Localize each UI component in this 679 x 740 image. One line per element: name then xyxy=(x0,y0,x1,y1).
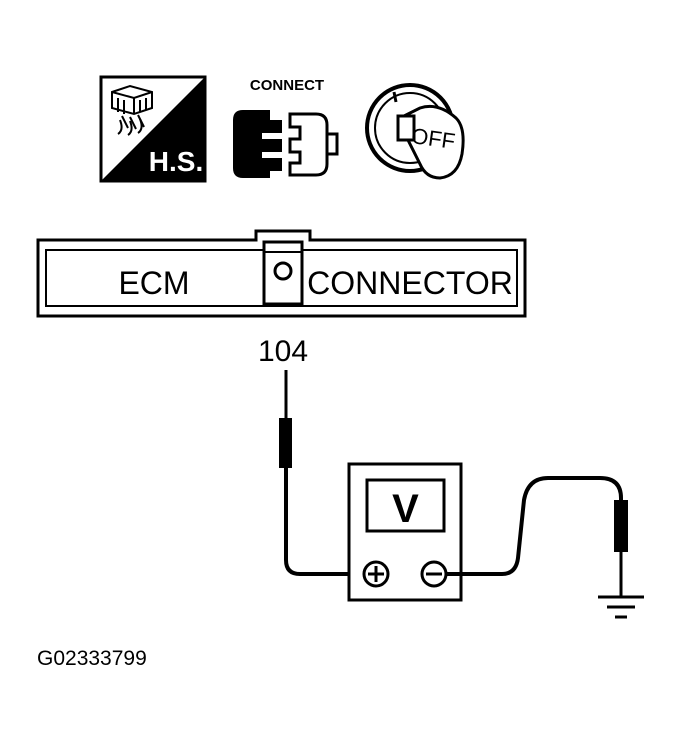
connector-right-label: CONNECTOR xyxy=(307,265,513,301)
connect-label: CONNECT xyxy=(250,77,324,94)
connector-female-half xyxy=(233,110,282,178)
ignition-key-off-icon: OFF xyxy=(365,83,465,180)
connector-male-half xyxy=(288,112,329,177)
connect-icon: CONNECT xyxy=(233,77,339,178)
connector-left-label: ECM xyxy=(118,265,189,301)
ecm-connector: ECM CONNECTOR xyxy=(36,229,527,318)
positive-test-probe xyxy=(279,370,358,576)
harness-disconnect-icon: H.S. xyxy=(99,75,207,183)
voltmeter-display xyxy=(365,478,446,533)
voltmeter-symbol: V xyxy=(392,487,419,531)
key-position-text: OFF xyxy=(410,123,457,154)
harness-badge-text: H.S. xyxy=(149,146,203,177)
figure-id: G02333799 xyxy=(37,647,147,670)
terminal-number: 104 xyxy=(258,335,308,368)
negative-lead-wire xyxy=(446,476,623,576)
terminal-pin xyxy=(273,261,293,281)
ground-icon xyxy=(598,595,644,619)
positive-lead-wire xyxy=(284,468,358,576)
negative-test-probe xyxy=(446,476,628,596)
voltmeter: V xyxy=(347,462,463,602)
